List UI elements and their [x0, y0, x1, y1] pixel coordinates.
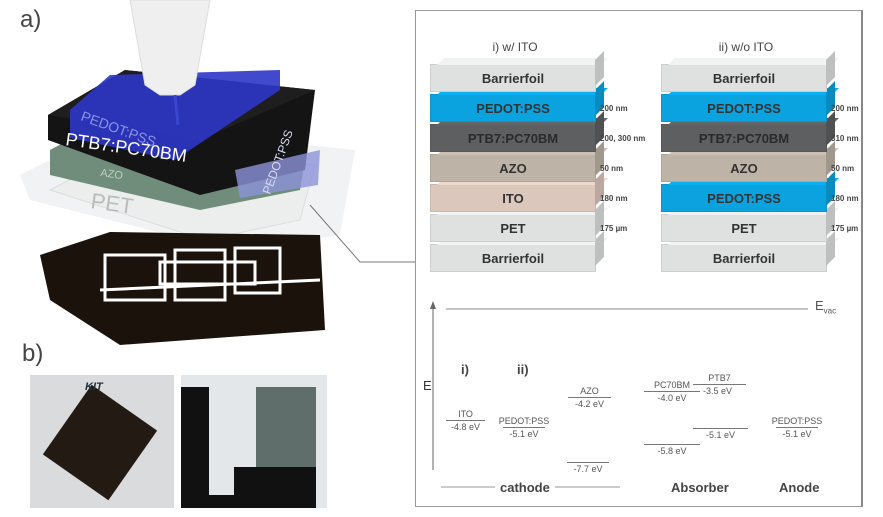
panel-b-label: b): [22, 340, 44, 367]
layer-name: PEDOT:PSS: [707, 190, 781, 206]
layer-name: Barrierfoil: [712, 70, 776, 86]
layer-name: PET: [500, 220, 526, 236]
vac-sub: vac: [823, 306, 837, 316]
level-value-ptb7_homo: -5.1 eV: [705, 430, 736, 440]
kit-logo: KIT: [85, 381, 103, 393]
layer-name: PTB7:PC70BM: [467, 130, 559, 146]
level-ptb7_homo: [693, 428, 748, 429]
level-value-ito: -4.8 eV: [450, 422, 481, 432]
layer: Barrierfoil: [661, 64, 827, 92]
level-name-pc70bm_lumo: PC70BM: [653, 380, 691, 390]
photo-kit-module: KIT: [30, 375, 174, 508]
layer-name: PET: [731, 220, 757, 236]
level-value-pc70bm_homo: -5.8 eV: [657, 446, 687, 456]
layer-thickness: 200 nm: [831, 104, 859, 113]
stack-title: ii) w/o ITO: [718, 40, 774, 54]
level-value-azo_vb: -7.7 eV: [573, 464, 603, 474]
cathode-group-label: cathode: [500, 480, 550, 495]
layer-thickness: 50 nm: [831, 164, 855, 173]
layer: PEDOT:PSS: [661, 94, 827, 122]
energy-axis-label: E: [423, 378, 432, 393]
level-value-azo_cb: -4.2 eV: [574, 399, 605, 409]
printhead-nozzle-icon: [129, 0, 211, 96]
layer: PTB7:PC70BM: [430, 124, 596, 152]
layer-thickness: 310 nm: [831, 134, 859, 143]
energy-diagram-axes: [430, 301, 808, 488]
level-ptb7_lumo: [693, 384, 746, 385]
level-pedot_cathode: [503, 427, 545, 428]
vac-e: E: [815, 298, 824, 313]
level-azo_cb: [568, 397, 611, 398]
layer: ITO: [430, 184, 596, 212]
layer-thickness: 175 µm: [600, 224, 628, 233]
panel-a-label: a): [20, 6, 42, 33]
level-azo_vb: [567, 462, 609, 463]
layer: PEDOT:PSS: [430, 94, 596, 122]
right-panel: [415, 10, 863, 507]
layer-thickness: 180 nm: [600, 194, 628, 203]
layer: AZO: [430, 154, 596, 182]
layer-name: ITO: [502, 190, 524, 206]
device-illustration: PEDOT:PSS PTB7:PC70BM AZO PET PEDOT:PSS: [20, 0, 415, 345]
column-ii-label: ii): [517, 362, 529, 377]
layer-name: PTB7:PC70BM: [698, 130, 790, 146]
photo-microscope-detail: [181, 375, 327, 508]
label-pet: PET: [89, 188, 135, 219]
level-name-pedot_anode: PEDOT:PSS: [771, 416, 823, 426]
level-name-ito: ITO: [458, 409, 473, 419]
level-ito: [446, 420, 485, 421]
layer: Barrierfoil: [430, 64, 596, 92]
layer: Barrierfoil: [430, 244, 596, 272]
layer-name: Barrierfoil: [481, 70, 545, 86]
connector-line: [309, 204, 415, 263]
level-name-ptb7_lumo: PTB7: [708, 373, 731, 383]
layer: Barrierfoil: [661, 244, 827, 272]
pedot-top-layer: [70, 70, 280, 160]
level-name-pedot_cathode: PEDOT:PSS: [498, 416, 550, 426]
column-i-label: i): [461, 362, 469, 377]
level-pedot_anode: [776, 427, 818, 428]
level-pc70bm_homo: [644, 444, 700, 445]
flexible-module-photo: [40, 232, 325, 345]
layer: PEDOT:PSS: [661, 184, 827, 212]
layer-thickness: 200 nm: [600, 104, 628, 113]
pedot-side-layer: [235, 150, 320, 198]
absorber-group-label: Absorber: [671, 480, 729, 495]
level-value-pedot_anode: -5.1 eV: [782, 429, 812, 439]
layer: PET: [430, 214, 596, 242]
level-pc70bm_lumo: [644, 391, 700, 392]
layer-thickness: 175 µm: [831, 224, 859, 233]
layer: PTB7:PC70BM: [661, 124, 827, 152]
level-name-azo_cb: AZO: [580, 386, 599, 396]
layer-name: Barrierfoil: [481, 250, 545, 266]
layer-thickness: 200, 300 nm: [600, 134, 646, 143]
layer: PET: [661, 214, 827, 242]
layer-name: PEDOT:PSS: [707, 100, 781, 116]
vacuum-level-label: Evac: [815, 298, 836, 316]
level-value-ptb7_lumo: -3.5 eV: [702, 386, 733, 396]
layer-name: AZO: [499, 160, 527, 176]
layer: AZO: [661, 154, 827, 182]
layer-name: PEDOT:PSS: [476, 100, 550, 116]
layer-name: Barrierfoil: [712, 250, 776, 266]
anode-group-label: Anode: [779, 480, 820, 495]
stack-title: i) w/ ITO: [492, 40, 538, 54]
level-value-pc70bm_lumo: -4.0 eV: [657, 393, 687, 403]
layer-thickness: 180 nm: [831, 194, 859, 203]
level-value-pedot_cathode: -5.1 eV: [509, 429, 539, 439]
label-azo: AZO: [100, 167, 125, 182]
energy-axis-arrow-icon: [430, 301, 436, 309]
layer-thickness: 50 nm: [600, 164, 624, 173]
layer-name: AZO: [730, 160, 758, 176]
